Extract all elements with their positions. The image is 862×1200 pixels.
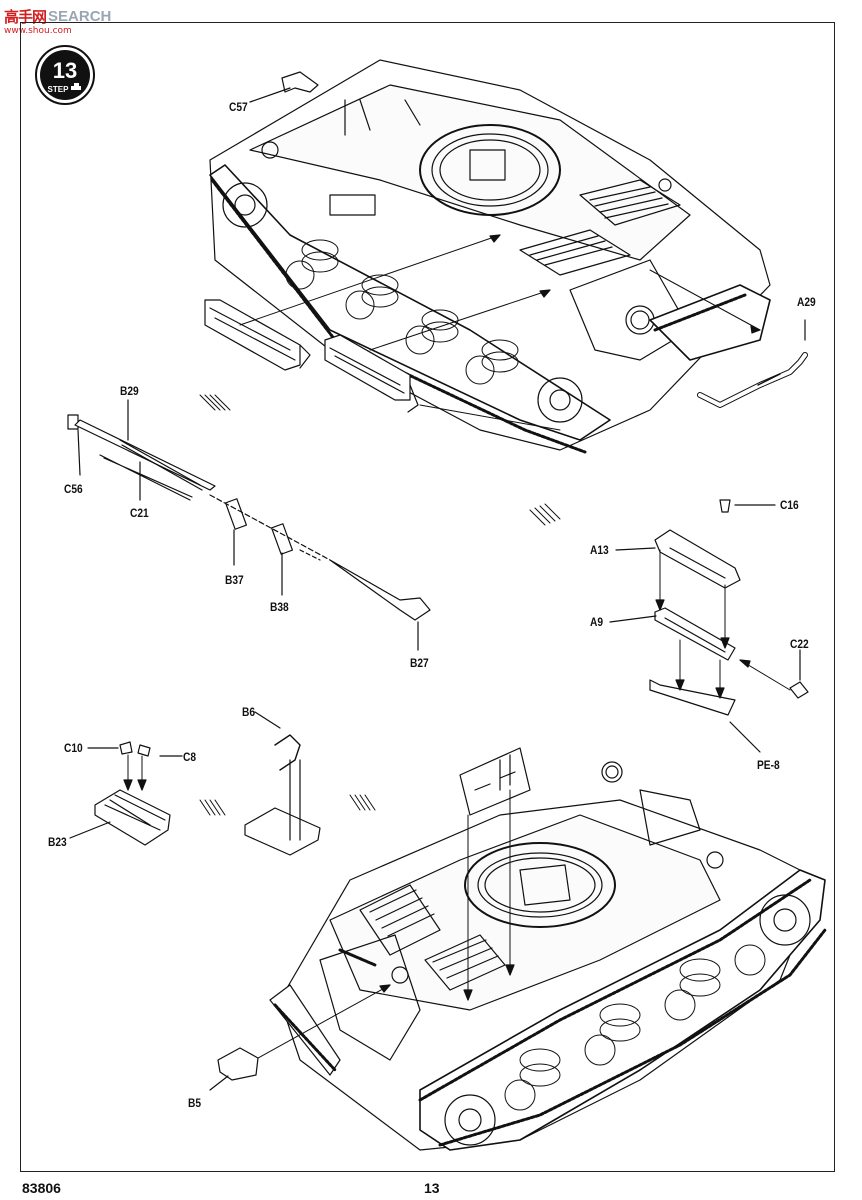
label-c57: C57: [229, 100, 248, 114]
bracket-assembly: [94, 734, 321, 856]
rod-assembly: [67, 414, 431, 621]
label-b27: B27: [410, 656, 429, 670]
vehicle-bottom: [269, 747, 827, 1151]
watermark: 高手网 SEARCH: [4, 4, 111, 28]
box-assembly: [649, 499, 809, 716]
step-badge: 13 STEP: [35, 45, 95, 105]
label-b38: B38: [270, 600, 289, 614]
watermark-url: www.shou.com: [4, 26, 72, 36]
step-number: 13: [53, 58, 77, 83]
kit-number: 83806: [22, 1180, 61, 1196]
watermark-logo: 高手网: [4, 7, 47, 26]
label-c16: C16: [780, 498, 799, 512]
label-c8: C8: [183, 750, 197, 764]
label-a9: A9: [590, 615, 604, 629]
label-b23: B23: [48, 835, 67, 849]
label-c22: C22: [790, 637, 809, 651]
step-label: STEP: [48, 85, 70, 94]
vehicle-top: [209, 59, 771, 454]
label-a13: A13: [590, 543, 609, 557]
label-a29: A29: [797, 295, 816, 309]
label-pe8: PE-8: [757, 758, 780, 772]
watermark-text: SEARCH: [48, 7, 112, 25]
page-border: [20, 22, 835, 1172]
label-b37: B37: [225, 573, 244, 587]
label-b6: B6: [242, 705, 256, 719]
label-c21: C21: [130, 506, 149, 520]
label-c10: C10: [64, 741, 83, 755]
label-b29: B29: [120, 384, 139, 398]
label-b5: B5: [188, 1096, 202, 1110]
page-number: 13: [424, 1180, 440, 1196]
label-c56: C56: [64, 482, 83, 496]
